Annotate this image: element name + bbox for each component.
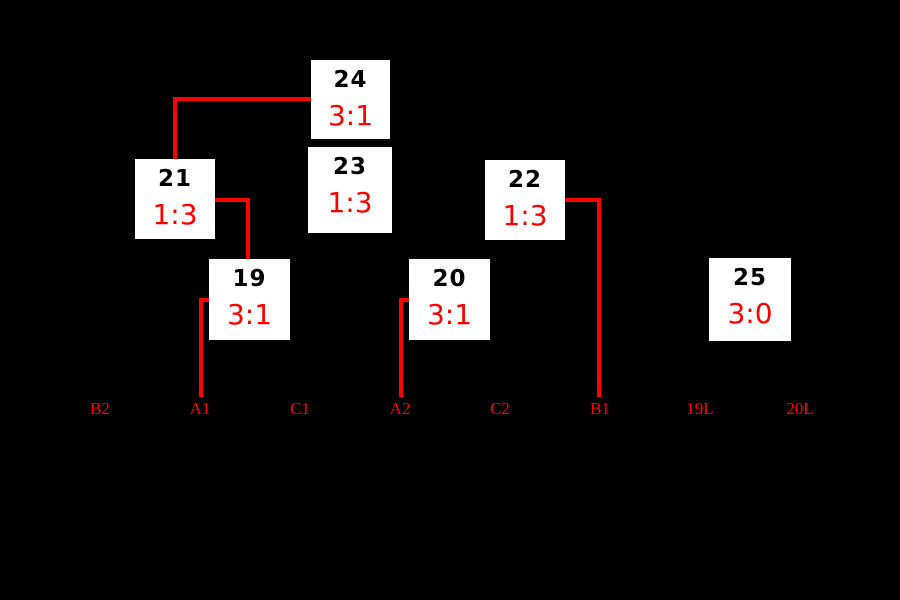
match-number: 19 xyxy=(232,266,267,292)
match-number: 21 xyxy=(157,166,192,192)
connector-19-vertical xyxy=(199,298,203,397)
match-box-22: 22 1:3 xyxy=(485,160,565,240)
match-box-21: 21 1:3 xyxy=(135,159,215,239)
connector-21-vertical xyxy=(246,198,250,261)
match-score: 1:3 xyxy=(502,199,548,232)
match-box-23: 23 1:3 xyxy=(308,147,392,233)
match-score: 1:3 xyxy=(327,186,373,219)
match-score: 3:1 xyxy=(226,298,273,331)
seed-label-19l: 19L xyxy=(686,399,714,418)
seed-label-c1: C1 xyxy=(290,399,310,418)
match-score: 1:3 xyxy=(152,198,198,231)
match-number: 20 xyxy=(432,266,467,292)
match-number: 23 xyxy=(332,154,367,180)
match-box-24: 24 3:1 xyxy=(311,60,390,139)
connector-22-vertical xyxy=(597,198,601,397)
match-box-20: 20 3:1 xyxy=(409,259,490,340)
connector-20-vertical xyxy=(399,298,403,397)
seed-label-c2: C2 xyxy=(490,399,510,418)
match-number: 25 xyxy=(732,265,767,291)
match-number: 24 xyxy=(333,67,368,93)
seed-label-b2: B2 xyxy=(90,399,110,418)
seed-label-20l: 20L xyxy=(786,399,814,418)
seed-label-a1: A1 xyxy=(189,399,211,418)
connector-19-horizontal xyxy=(199,298,211,302)
connector-22-horizontal xyxy=(565,198,601,202)
connector-24-horizontal xyxy=(173,97,315,101)
match-score: 3:1 xyxy=(327,99,374,132)
seed-label-b1: B1 xyxy=(590,399,610,418)
connector-21-horizontal xyxy=(215,198,250,202)
match-score: 3:1 xyxy=(426,298,473,331)
match-number: 22 xyxy=(507,167,542,193)
match-score: 3:0 xyxy=(727,297,773,330)
match-box-19: 19 3:1 xyxy=(209,259,290,340)
connector-20-horizontal xyxy=(399,298,411,302)
seed-label-a2: A2 xyxy=(389,399,411,418)
match-box-25: 25 3:0 xyxy=(709,258,791,341)
connector-24-vertical xyxy=(173,97,177,161)
